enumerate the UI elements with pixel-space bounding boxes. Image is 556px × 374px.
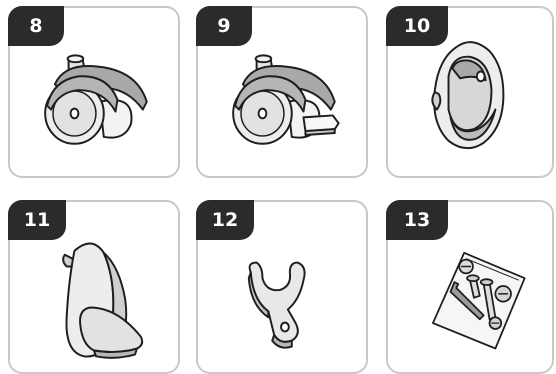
caster-wheel-with-brake-icon — [198, 8, 366, 176]
part-card-12: 12 — [196, 200, 368, 374]
part-card-13: 13 — [386, 200, 554, 374]
caster-wheel-icon — [10, 8, 178, 176]
oval-rod-bracket-icon — [388, 8, 552, 176]
part-card-9: 9 — [196, 6, 368, 178]
part-card-11: 11 — [8, 200, 180, 374]
hardware-bag-icon — [388, 202, 552, 372]
part-card-8: 8 — [8, 6, 180, 178]
part-card-10: 10 — [386, 6, 554, 178]
rod-clip-icon — [198, 202, 366, 372]
wall-hook-icon — [10, 202, 178, 372]
